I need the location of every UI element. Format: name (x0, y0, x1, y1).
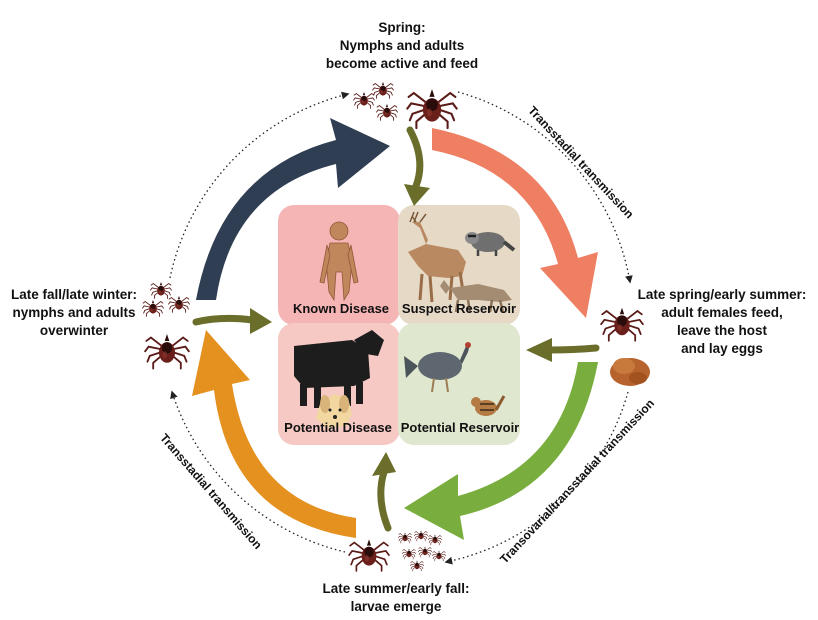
olive-arrow-top (406, 126, 424, 190)
tick-icon (150, 281, 172, 299)
deer-icon (408, 211, 466, 303)
spring-line-2: Nymphs and adults (340, 38, 465, 53)
coyote-icon (440, 280, 512, 313)
arrow-navy-to-spring (196, 118, 390, 300)
tick-icon (402, 548, 416, 560)
olive-arrow-left (192, 314, 256, 326)
tick-icon (144, 333, 190, 370)
arrow-orange-to-late-fall (192, 330, 356, 538)
arrow-green-to-late-summer (404, 362, 598, 540)
tick-icon (414, 530, 428, 542)
ticks-late-summer (348, 530, 446, 572)
late-fall-line-3: overwinter (40, 323, 109, 338)
tick-icon (168, 295, 190, 313)
stage-label-spring: Spring: Nymphs and adults become active … (326, 20, 478, 71)
label-potential-disease: Potential Disease (284, 420, 392, 435)
chipmunk-icon (471, 395, 506, 416)
spring-line-3: become active and feed (326, 56, 478, 71)
outer-cycle-dotted-arcs (169, 91, 633, 565)
cow-icon (294, 330, 384, 408)
tick-icon (348, 538, 390, 572)
tick-icon (410, 560, 424, 572)
turkey-icon (404, 342, 471, 393)
tick-icon (372, 81, 394, 99)
dotted-arc-bottom-left (170, 390, 346, 553)
dog-icon (316, 394, 352, 428)
stage-label-late-spring: Late spring/early summer: adult females … (638, 287, 807, 356)
late-fall-line-1: Late fall/late winter: (11, 287, 137, 302)
olive-arrow-right (544, 344, 600, 354)
host-arrows (192, 126, 600, 532)
late-spring-line-2: adult females feed, (661, 305, 783, 320)
olive-arrow-bottom (377, 468, 392, 532)
label-suspect-reservoir: Suspect Reservoir (402, 301, 516, 316)
tick-icon (428, 534, 442, 546)
stage-label-late-summer: Late summer/early fall: larvae emerge (322, 581, 469, 614)
late-summer-line-1: Late summer/early fall: (322, 581, 469, 596)
arrow-salmon-to-late-spring (432, 128, 598, 318)
tick-icon (600, 306, 644, 342)
late-spring-line-1: Late spring/early summer: (638, 287, 807, 302)
late-spring-line-4: and lay eggs (681, 341, 763, 356)
cycle-arrows (192, 118, 598, 540)
dotted-arc-bottom-right (444, 391, 629, 565)
dotted-arc-top-left (169, 91, 350, 279)
label-potential-reservoir: Potential Reservoir (401, 420, 520, 435)
late-spring-line-3: leave the host (677, 323, 768, 338)
late-summer-line-2: larvae emerge (351, 599, 442, 614)
tick-eggs-icon (610, 358, 650, 386)
ticks-late-fall (142, 281, 190, 370)
late-fall-line-2: nymphs and adults (12, 305, 135, 320)
dotted-arc-top-right (457, 91, 633, 284)
human-figure-icon (319, 221, 359, 302)
tick-icon (353, 91, 375, 109)
raccoon-icon (465, 232, 516, 256)
tick-icon (406, 88, 458, 130)
tick-icon (376, 103, 398, 121)
label-known-disease: Known Disease (293, 301, 389, 316)
ticks-spring (353, 81, 458, 130)
host-arrow-heads (250, 184, 552, 476)
tick-icon (142, 299, 164, 317)
spring-line-1: Spring: (378, 20, 425, 35)
tick-icon (432, 550, 446, 562)
ticks-late-spring (600, 306, 650, 386)
stage-label-late-fall: Late fall/late winter: nymphs and adults… (11, 287, 137, 338)
tick-icon (418, 546, 432, 558)
tick-icon (398, 532, 412, 544)
